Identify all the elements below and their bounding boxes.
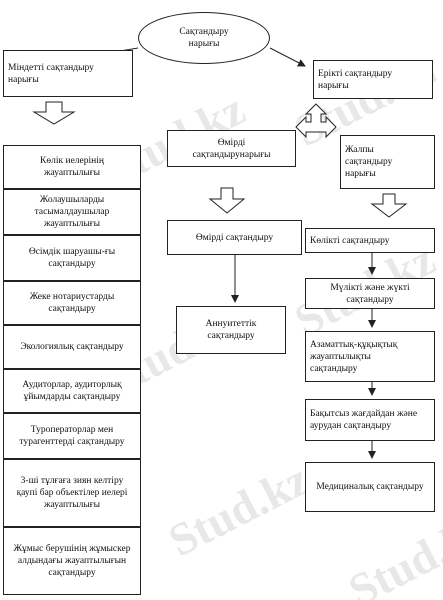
mandatory-item-2: Жолаушыларды тасымалдаушылар жауаптылығы (3, 189, 141, 235)
block-arrow-life (208, 187, 246, 214)
block-arrow-general (370, 193, 408, 218)
mandatory-item-3: Өсімдік шаруашы-ғы сақтандыру (3, 235, 141, 281)
mandatory-item-5: Экологиялық сақтандыру (3, 325, 141, 369)
mandatory-item-7: Туроператорлар мен турагенттерді сақтанд… (3, 413, 141, 459)
general-item-5: Медициналық сақтандыру (305, 462, 435, 512)
mandatory-item-4: Жеке нотариустарды сақтандыру (3, 281, 141, 325)
general-item-2: Мүлікті және жүкті сақтандыру (305, 278, 435, 309)
branch-general: Жалпы сақтандыру нарығы (340, 135, 435, 189)
split-arrow-voluntary (295, 103, 337, 139)
life-item-1: Өмірді сақтандыру (167, 220, 302, 255)
general-item-4: Бақытсыз жағдайдан және аурудан сақтанды… (305, 399, 435, 441)
mandatory-item-8: 3-ші тұлғаға зиян келтіру қаупі бар объе… (3, 459, 141, 527)
mandatory-item-1: Көлік иелерінің жауаптылығы (3, 145, 141, 189)
general-item-3: Азаматтық-құқықтық жауаптылықты сақтанды… (305, 331, 435, 382)
root-node-label: Сақтандыру нарығы (179, 27, 229, 49)
arrow-root-to-voluntary (269, 47, 306, 67)
branch-mandatory: Міндетті сақтандыру нарығы (3, 50, 133, 97)
mandatory-item-6: Аудиторлар, аудиторлық ұйымдарды сақтанд… (3, 369, 141, 413)
root-node-insurance-market: Сақтандыру нарығы (138, 12, 270, 64)
branch-voluntary: Ерікті сақтандыру нарығы (313, 60, 433, 99)
life-item-2: Аннуитеттік сақтандыру (176, 306, 286, 354)
block-arrow-mandatory (32, 101, 76, 125)
mandatory-item-9: Жұмыс берушінің жұмыскер алдындағы жауап… (3, 527, 141, 595)
branch-life: Өмірді сақтандырунарығы (167, 130, 296, 167)
general-item-1: Көлікті сақтандыру (305, 228, 435, 253)
